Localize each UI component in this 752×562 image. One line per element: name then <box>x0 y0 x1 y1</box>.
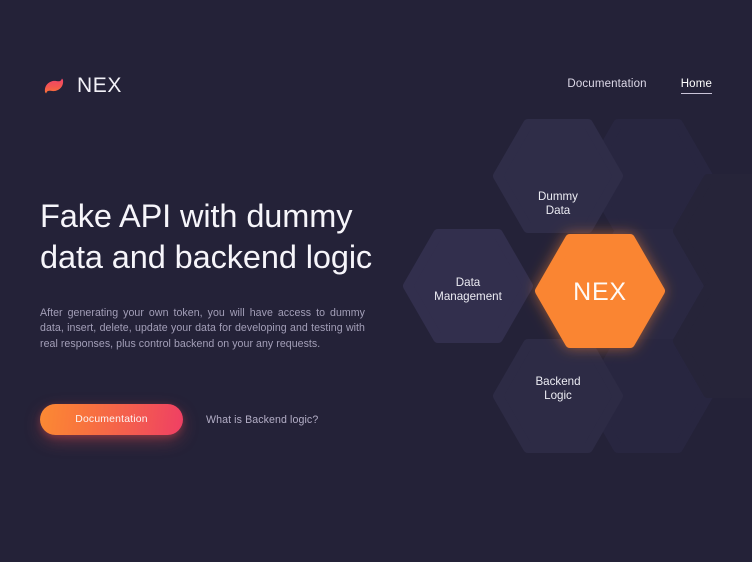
hexagon-label-data-management-line1: Data <box>456 276 481 289</box>
swirl-wave-logo-icon <box>44 77 64 95</box>
nav-link-documentation[interactable]: Documentation <box>567 78 647 90</box>
what-is-backend-logic-link[interactable]: What is Backend logic? <box>206 413 319 426</box>
hero-actions: Documentation What is Backend logic? <box>40 404 408 436</box>
nav-link-home[interactable]: Home <box>680 78 712 94</box>
hero-description: After generating your own token, you wil… <box>40 307 365 350</box>
hexagon-cluster-graphic: Dummy Data Data Management Backend Logic… <box>400 118 752 470</box>
hexagon-node-data-management[interactable]: Data Management <box>408 234 528 338</box>
hexagon-label-data-management-line2: Management <box>434 290 502 303</box>
page-title: Fake API with dummy data and backend log… <box>40 198 373 275</box>
hero-section: Fake API with dummy data and backend log… <box>40 196 408 436</box>
hexagon-label-backend-logic-line2: Logic <box>544 389 572 402</box>
brand-name: NEX <box>77 73 122 97</box>
main-nav: Documentation Home <box>567 72 712 94</box>
site-header: NEX Documentation Home <box>0 0 752 160</box>
hexagon-label-dummy-data-line2: Data <box>546 204 571 217</box>
hexagon-node-backend-logic[interactable]: Backend Logic <box>498 344 618 448</box>
hexagon-label-backend-logic-line1: Backend <box>535 375 580 388</box>
hexagon-label-nex: NEX <box>573 278 627 306</box>
hexagon-label-dummy-data-line1: Dummy <box>538 190 578 203</box>
documentation-button[interactable]: Documentation <box>40 404 183 436</box>
hexagon-node-nex-center[interactable]: NEX <box>540 239 660 343</box>
brand-logo[interactable]: NEX <box>40 72 122 100</box>
hexagon-node-dummy-data[interactable]: Dummy Data <box>498 124 618 228</box>
